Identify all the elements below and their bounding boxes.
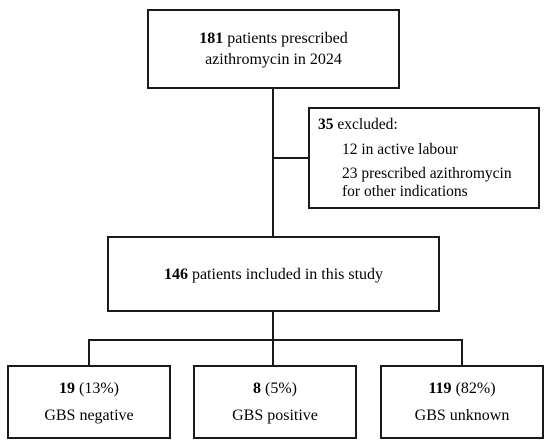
connector-horizontal-branch (88, 339, 463, 341)
gbs-unknown-percent: (82%) (451, 380, 496, 397)
excluded-item-active-labour: 12 in active labour (342, 141, 458, 158)
included-count: 146 (163, 265, 188, 283)
gbs-unknown-count-row: 119 (82%) (428, 378, 495, 399)
included-line: 146 patients included in this study (164, 264, 383, 285)
connector-branch-unknown (461, 339, 463, 365)
included-label: patients included in this study (187, 265, 384, 283)
connector-branch-positive (272, 339, 274, 365)
gbs-negative-count: 19 (59, 380, 75, 397)
prescribed-label: patients prescribed (223, 30, 348, 47)
prescribed-line-2: azithromycin in 2024 (205, 51, 342, 68)
excluded-heading: 35 excluded: (318, 115, 530, 135)
included-patients-box: 146 patients included in this study (107, 236, 440, 312)
gbs-negative-label: GBS negative (44, 407, 134, 424)
connector-to-excluded (273, 157, 309, 159)
connector-branch-negative (88, 339, 90, 365)
prescribed-line-1: 181 patients prescribed (199, 28, 347, 49)
gbs-positive-label: GBS positive (232, 407, 318, 424)
gbs-unknown-label: GBS unknown (414, 407, 510, 424)
gbs-positive-count-row: 8 (5%) (253, 378, 297, 399)
excluded-count: 35 (318, 116, 334, 133)
gbs-negative-percent: (13%) (75, 380, 119, 397)
gbs-positive-count: 8 (253, 380, 261, 397)
gbs-negative-count-row: 19 (13%) (59, 378, 119, 399)
prescribed-count: 181 (199, 30, 224, 47)
gbs-positive-percent: (5%) (261, 380, 297, 397)
excluded-item-other-line-2: for other indications (342, 183, 468, 200)
gbs-positive-box: 8 (5%) GBS positive (193, 365, 357, 439)
gbs-unknown-box: 119 (82%) GBS unknown (380, 365, 544, 439)
gbs-unknown-count: 119 (428, 380, 452, 397)
excluded-item-other-line-1: 23 prescribed azithromycin (342, 165, 512, 182)
gbs-negative-box: 19 (13%) GBS negative (7, 365, 171, 439)
connector-middle-down (272, 312, 274, 340)
connector-top-to-middle (272, 89, 274, 236)
excluded-box: 35 excluded: 12 in active labour 23 pres… (308, 107, 540, 209)
excluded-label: excluded: (333, 116, 398, 133)
prescribed-patients-box: 181 patients prescribed azithromycin in … (147, 9, 400, 89)
excluded-item-other-indications: 23 prescribed azithromycin for other ind… (342, 165, 530, 201)
